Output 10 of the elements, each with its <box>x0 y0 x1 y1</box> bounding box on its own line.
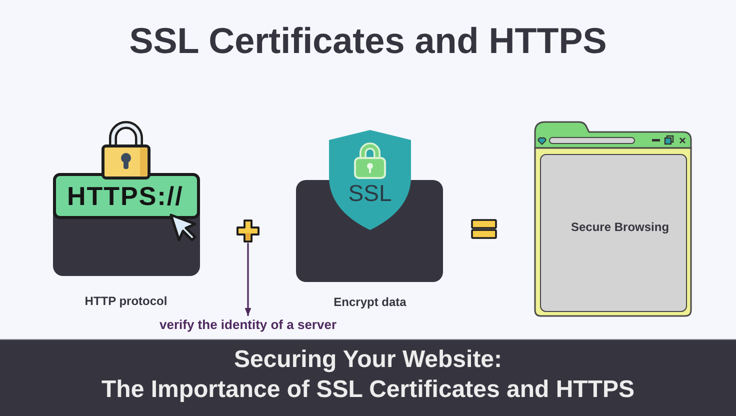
panel-caption: HTTP protocol <box>84 294 168 309</box>
address-bar: HTTPS:// <box>53 173 200 219</box>
arrow <box>244 243 252 316</box>
page-text: Secure Browsing <box>571 220 670 235</box>
note-text: verify the identity of a server <box>160 317 336 333</box>
plus-icon <box>236 219 260 243</box>
ssl-text: SSL <box>348 180 392 206</box>
panel-caption: Encrypt data <box>334 295 406 310</box>
caption-text: Securing Your Website: The Importance of SSL Certificates and HTTPS <box>102 345 634 405</box>
title-heading: SSL Certificates and HTTPS <box>129 20 607 62</box>
